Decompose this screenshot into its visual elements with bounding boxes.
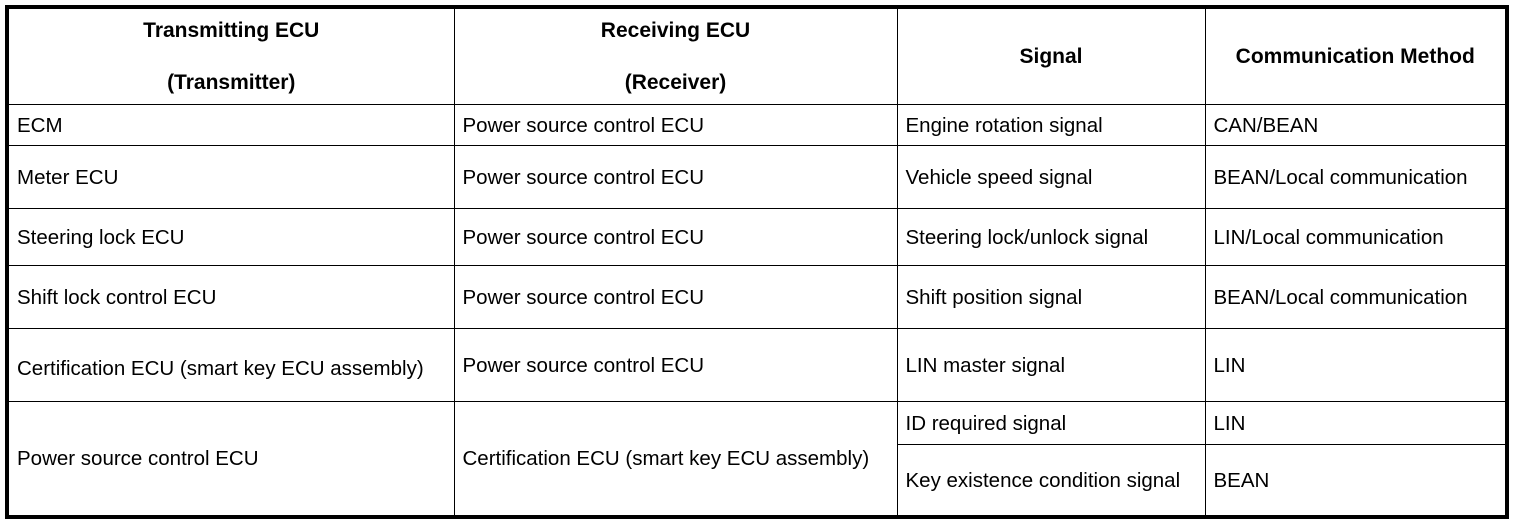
- column-header-transmitting-ecu-line1: Transmitting ECU: [143, 18, 320, 42]
- cell-receiver-text: Power source control ECU: [462, 165, 705, 189]
- cell-method: LIN: [1204, 401, 1508, 445]
- table-row: Shift lock control ECU Power source cont…: [6, 265, 1508, 329]
- cell-signal: Key existence condition signal: [896, 444, 1206, 518]
- cell-method: LIN: [1204, 328, 1508, 402]
- cell-receiver: Power source control ECU: [453, 328, 898, 402]
- cell-method-text: BEAN/Local communication: [1213, 165, 1468, 189]
- column-header-signal: Signal: [896, 6, 1206, 105]
- cell-method: BEAN/Local communication: [1204, 145, 1508, 209]
- cell-signal: ID required signal: [896, 401, 1206, 445]
- cell-transmitter-merged: Power source control ECU: [6, 401, 455, 518]
- cell-receiver-text: Power source control ECU: [462, 113, 705, 137]
- cell-receiver: Power source control ECU: [453, 208, 898, 266]
- table-row: ECM Power source control ECU Engine rota…: [6, 104, 1508, 146]
- cell-transmitter: Certification ECU (smart key ECU assembl…: [6, 328, 455, 402]
- cell-signal: Shift position signal: [896, 265, 1206, 329]
- cell-transmitter-text: Certification ECU (smart key ECU assembl…: [17, 357, 424, 380]
- cell-method-text: BEAN/Local communication: [1213, 285, 1468, 309]
- cell-receiver-merged: Certification ECU (smart key ECU assembl…: [453, 401, 898, 518]
- cell-receiver-text: Power source control ECU: [462, 353, 705, 377]
- cell-signal-text: Steering lock/unlock signal: [905, 225, 1149, 249]
- cell-transmitter-text: Meter ECU: [17, 165, 119, 189]
- table-body: ECM Power source control ECU Engine rota…: [6, 104, 1508, 518]
- column-header-receiving-ecu-line2: (Receiver): [624, 70, 727, 94]
- table-row: Steering lock ECU Power source control E…: [6, 208, 1508, 266]
- cell-signal-text: Key existence condition signal: [905, 468, 1181, 492]
- column-header-transmitting-ecu-line2: (Transmitter): [167, 70, 296, 94]
- cell-transmitter: Meter ECU: [6, 145, 455, 209]
- cell-signal-text: Shift position signal: [905, 285, 1083, 309]
- cell-signal-text: ID required signal: [905, 411, 1067, 435]
- cell-method-text: LIN: [1213, 353, 1246, 377]
- cell-receiver: Power source control ECU: [453, 104, 898, 146]
- table-row: Certification ECU (smart key ECU assembl…: [6, 328, 1508, 402]
- table-row: Key existence condition signal BEAN: [7, 444, 1508, 518]
- cell-signal-text: LIN master signal: [905, 353, 1066, 377]
- cell-receiver-text: Power source control ECU: [462, 225, 705, 249]
- cell-signal: Steering lock/unlock signal: [896, 208, 1206, 266]
- cell-method: CAN/BEAN: [1204, 104, 1508, 146]
- cell-transmitter: Shift lock control ECU: [6, 265, 455, 329]
- cell-receiver-text: Power source control ECU: [462, 285, 705, 309]
- cell-transmitter-text: ECM: [17, 113, 63, 137]
- cell-receiver-text: Certification ECU (smart key ECU assembl…: [462, 447, 870, 470]
- header-row: Transmitting ECU (Transmitter) Receiving…: [6, 6, 1508, 105]
- cell-method-text: BEAN: [1213, 468, 1270, 492]
- cell-method-text: CAN/BEAN: [1213, 113, 1319, 137]
- column-header-signal-label: Signal: [1019, 44, 1083, 68]
- cell-signal-text: Engine rotation signal: [905, 113, 1103, 137]
- table-row: Meter ECU Power source control ECU Vehic…: [6, 145, 1508, 209]
- cell-transmitter-text: Steering lock ECU: [17, 225, 185, 249]
- cell-method: BEAN/Local communication: [1204, 265, 1508, 329]
- cell-receiver: Power source control ECU: [453, 145, 898, 209]
- cell-transmitter-text: Power source control ECU: [17, 447, 259, 470]
- cell-transmitter-text: Shift lock control ECU: [17, 285, 217, 309]
- column-header-receiving-ecu-line1: Receiving ECU: [600, 18, 751, 42]
- column-header-transmitting-ecu: Transmitting ECU (Transmitter): [6, 6, 455, 105]
- cell-transmitter: ECM: [6, 104, 455, 146]
- cell-transmitter: Steering lock ECU: [6, 208, 455, 266]
- column-header-receiving-ecu: Receiving ECU (Receiver): [453, 6, 898, 105]
- cell-signal: Engine rotation signal: [896, 104, 1206, 146]
- column-header-communication-method-label: Communication Method: [1235, 44, 1475, 68]
- table-header: Transmitting ECU (Transmitter) Receiving…: [6, 6, 1508, 105]
- cell-signal: Vehicle speed signal: [896, 145, 1206, 209]
- cell-signal: LIN master signal: [896, 328, 1206, 402]
- column-header-communication-method: Communication Method: [1204, 6, 1508, 105]
- cell-signal-text: Vehicle speed signal: [905, 165, 1093, 189]
- cell-method: BEAN: [1204, 444, 1508, 518]
- table-row: Power source control ECU Certification E…: [6, 401, 1508, 518]
- cell-method: LIN/Local communication: [1204, 208, 1508, 266]
- cell-method-text: LIN/Local communication: [1213, 225, 1444, 249]
- cell-receiver: Power source control ECU: [453, 265, 898, 329]
- ecu-communication-table: Transmitting ECU (Transmitter) Receiving…: [5, 5, 1509, 519]
- cell-method-text: LIN: [1213, 411, 1246, 435]
